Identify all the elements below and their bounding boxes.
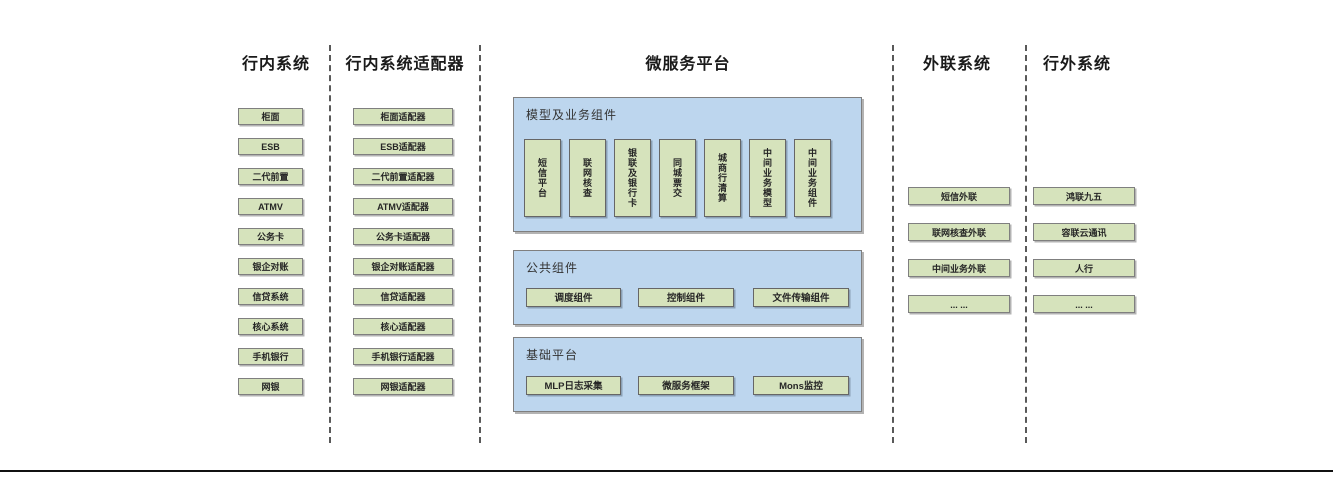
adapter-box: 公务卡适配器 (353, 228, 453, 245)
adapter-box: ATMV适配器 (353, 198, 453, 215)
adapter-box: 柜面适配器 (353, 108, 453, 125)
system-box: 柜面 (238, 108, 303, 125)
column-divider (892, 45, 894, 443)
adapter-box: ESB适配器 (353, 138, 453, 155)
section-title: 公共组件 (526, 261, 579, 275)
column-header-internal-adapters: 行内系统适配器 (345, 56, 465, 73)
adapter-box: 银企对账适配器 (353, 258, 453, 275)
system-box: 鸿联九五 (1033, 187, 1135, 205)
internal-systems-column: 柜面 ESB 二代前置 ATMV 公务卡 银企对账 信贷系统 核心系统 手机银行… (238, 0, 303, 483)
external-systems-column: 鸿联九五 容联云通讯 人行 ... ... (1033, 0, 1135, 483)
system-box: 银企对账 (238, 258, 303, 275)
system-box: 联网核查外联 (908, 223, 1010, 241)
adapter-box: 信贷适配器 (353, 288, 453, 305)
internal-adapters-column: 柜面适配器 ESB适配器 二代前置适配器 ATMV适配器 公务卡适配器 银企对账… (353, 0, 453, 483)
system-box: 核心系统 (238, 318, 303, 335)
column-header-external-systems: 行外系统 (1042, 56, 1111, 73)
component-box: 同城票交 (659, 139, 696, 217)
component-box: 微服务框架 (638, 376, 734, 395)
system-box: 网银 (238, 378, 303, 395)
system-box: 中间业务外联 (908, 259, 1010, 277)
system-box: ATMV (238, 198, 303, 215)
column-header-internal-systems: 行内系统 (241, 56, 310, 73)
common-components-row: 调度组件 控制组件 文件传输组件 (514, 288, 861, 307)
component-box: 文件传输组件 (753, 288, 849, 307)
column-divider (1025, 45, 1027, 443)
system-box: 人行 (1033, 259, 1135, 277)
column-header-outreach-systems: 外联系统 (922, 56, 991, 73)
adapter-box: 核心适配器 (353, 318, 453, 335)
outreach-systems-column: 短信外联 联网核查外联 中间业务外联 ... ... (908, 0, 1010, 483)
component-box: 控制组件 (638, 288, 734, 307)
system-box: ESB (238, 138, 303, 155)
system-box: 容联云通讯 (1033, 223, 1135, 241)
component-box: Mons监控 (753, 376, 849, 395)
system-box: 手机银行 (238, 348, 303, 365)
component-box: 短信平台 (524, 139, 561, 217)
section-title: 基础平台 (526, 348, 579, 362)
system-box: ... ... (908, 295, 1010, 313)
platform-section-model-components: 模型及业务组件 短信平台 联网核查 银联及银行卡 同城票交 城商行清算 中间业务… (513, 97, 862, 232)
component-box: 城商行清算 (704, 139, 741, 217)
platform-section-base-platform: 基础平台 MLP日志采集 微服务框架 Mons监控 (513, 337, 862, 412)
component-box: 中间业务模型 (749, 139, 786, 217)
section-title: 模型及业务组件 (526, 108, 618, 122)
column-divider (479, 45, 481, 443)
adapter-box: 二代前置适配器 (353, 168, 453, 185)
base-platform-row: MLP日志采集 微服务框架 Mons监控 (514, 376, 861, 395)
column-divider (329, 45, 331, 443)
component-box: 银联及银行卡 (614, 139, 651, 217)
system-box: 信贷系统 (238, 288, 303, 305)
component-box: 联网核查 (569, 139, 606, 217)
component-box: MLP日志采集 (526, 376, 621, 395)
system-box: 公务卡 (238, 228, 303, 245)
system-box: ... ... (1033, 295, 1135, 313)
system-box: 二代前置 (238, 168, 303, 185)
platform-section-common-components: 公共组件 调度组件 控制组件 文件传输组件 (513, 250, 862, 325)
model-components-row: 短信平台 联网核查 银联及银行卡 同城票交 城商行清算 中间业务模型 中间业务组… (514, 139, 861, 217)
component-box: 调度组件 (526, 288, 621, 307)
adapter-box: 网银适配器 (353, 378, 453, 395)
system-box: 短信外联 (908, 187, 1010, 205)
component-box: 中间业务组件 (794, 139, 831, 217)
column-header-microservice-platform: 微服务平台 (645, 56, 731, 73)
adapter-box: 手机银行适配器 (353, 348, 453, 365)
bottom-divider (0, 470, 1333, 472)
